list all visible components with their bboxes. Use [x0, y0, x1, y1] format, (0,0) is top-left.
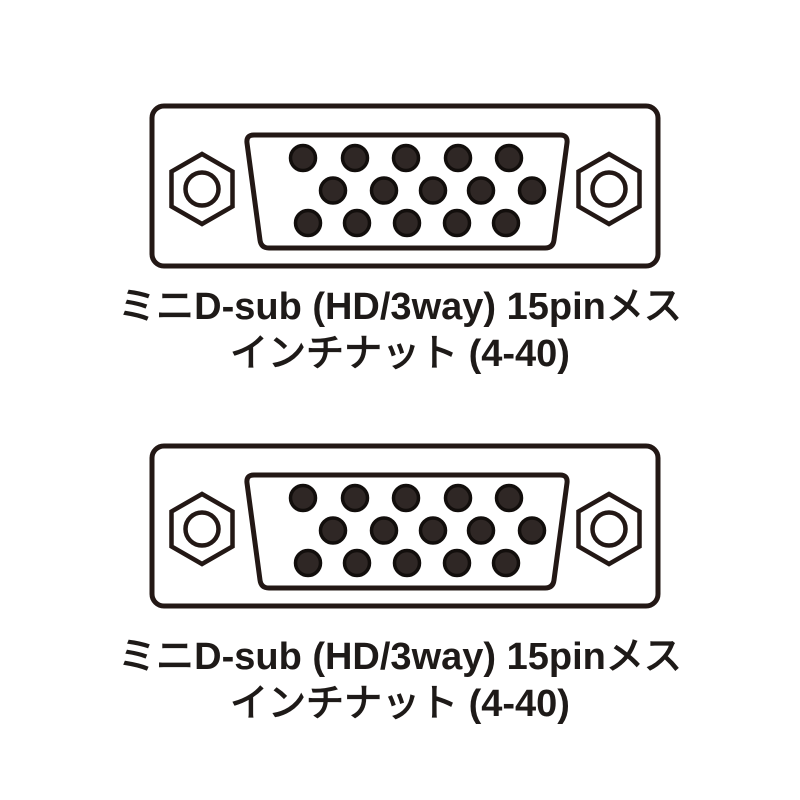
connector-caption: ミニD-sub (HD/3way) 15pinメス インチナット (4-40)	[0, 284, 800, 378]
pin-hole-icon	[293, 548, 323, 578]
pin-hole-icon	[442, 548, 472, 578]
pin-hole-icon	[494, 143, 524, 173]
pin-hole-icon	[418, 176, 448, 205]
pin-hole-icon	[443, 483, 473, 513]
pin-hole-icon	[369, 176, 399, 205]
pin-hole-icon	[491, 208, 521, 238]
caption-line-1: ミニD-sub (HD/3way) 15pinメス	[118, 286, 682, 328]
pin-hole-icon	[466, 516, 496, 545]
pin-hole-icon	[288, 143, 318, 173]
pin-hole-icon	[318, 176, 348, 205]
pin-hole-icon	[391, 143, 421, 173]
caption-line-1: ミニD-sub (HD/3way) 15pinメス	[118, 636, 682, 678]
pin-grid	[288, 483, 547, 578]
pin-hole-icon	[391, 483, 421, 513]
vga-connector-diagram	[149, 443, 661, 609]
dsub-shield	[244, 132, 570, 251]
caption-line-2: インチナット (4-40)	[230, 333, 570, 375]
connector-caption: ミニD-sub (HD/3way) 15pinメス インチナット (4-40)	[0, 634, 800, 728]
pin-hole-icon	[494, 483, 524, 513]
pin-hole-icon	[491, 548, 521, 578]
vga-connector-diagram	[149, 103, 661, 269]
pin-hole-icon	[342, 548, 372, 578]
pin-hole-icon	[340, 143, 370, 173]
caption-line-2: インチナット (4-40)	[230, 683, 570, 725]
pin-hole-icon	[318, 516, 348, 545]
pin-hole-icon	[340, 483, 370, 513]
pin-grid	[288, 143, 547, 238]
pin-hole-icon	[369, 516, 399, 545]
screw-hole-icon	[590, 510, 628, 548]
pin-hole-icon	[392, 208, 422, 238]
pin-hole-icon	[466, 176, 496, 205]
pin-hole-icon	[443, 143, 473, 173]
screw-hole-icon	[183, 170, 221, 208]
pin-hole-icon	[392, 548, 422, 578]
screw-hole-icon	[590, 170, 628, 208]
pin-hole-icon	[442, 208, 472, 238]
pin-hole-icon	[517, 516, 547, 545]
pin-hole-icon	[418, 516, 448, 545]
hex-nut-left-icon	[169, 491, 235, 567]
pin-hole-icon	[293, 208, 323, 238]
pin-hole-icon	[288, 483, 318, 513]
pin-hole-icon	[517, 176, 547, 205]
screw-hole-icon	[183, 510, 221, 548]
pin-hole-icon	[342, 208, 372, 238]
hex-nut-left-icon	[169, 151, 235, 227]
hex-nut-right-icon	[576, 491, 642, 567]
dsub-shield	[244, 472, 570, 591]
hex-nut-right-icon	[576, 151, 642, 227]
